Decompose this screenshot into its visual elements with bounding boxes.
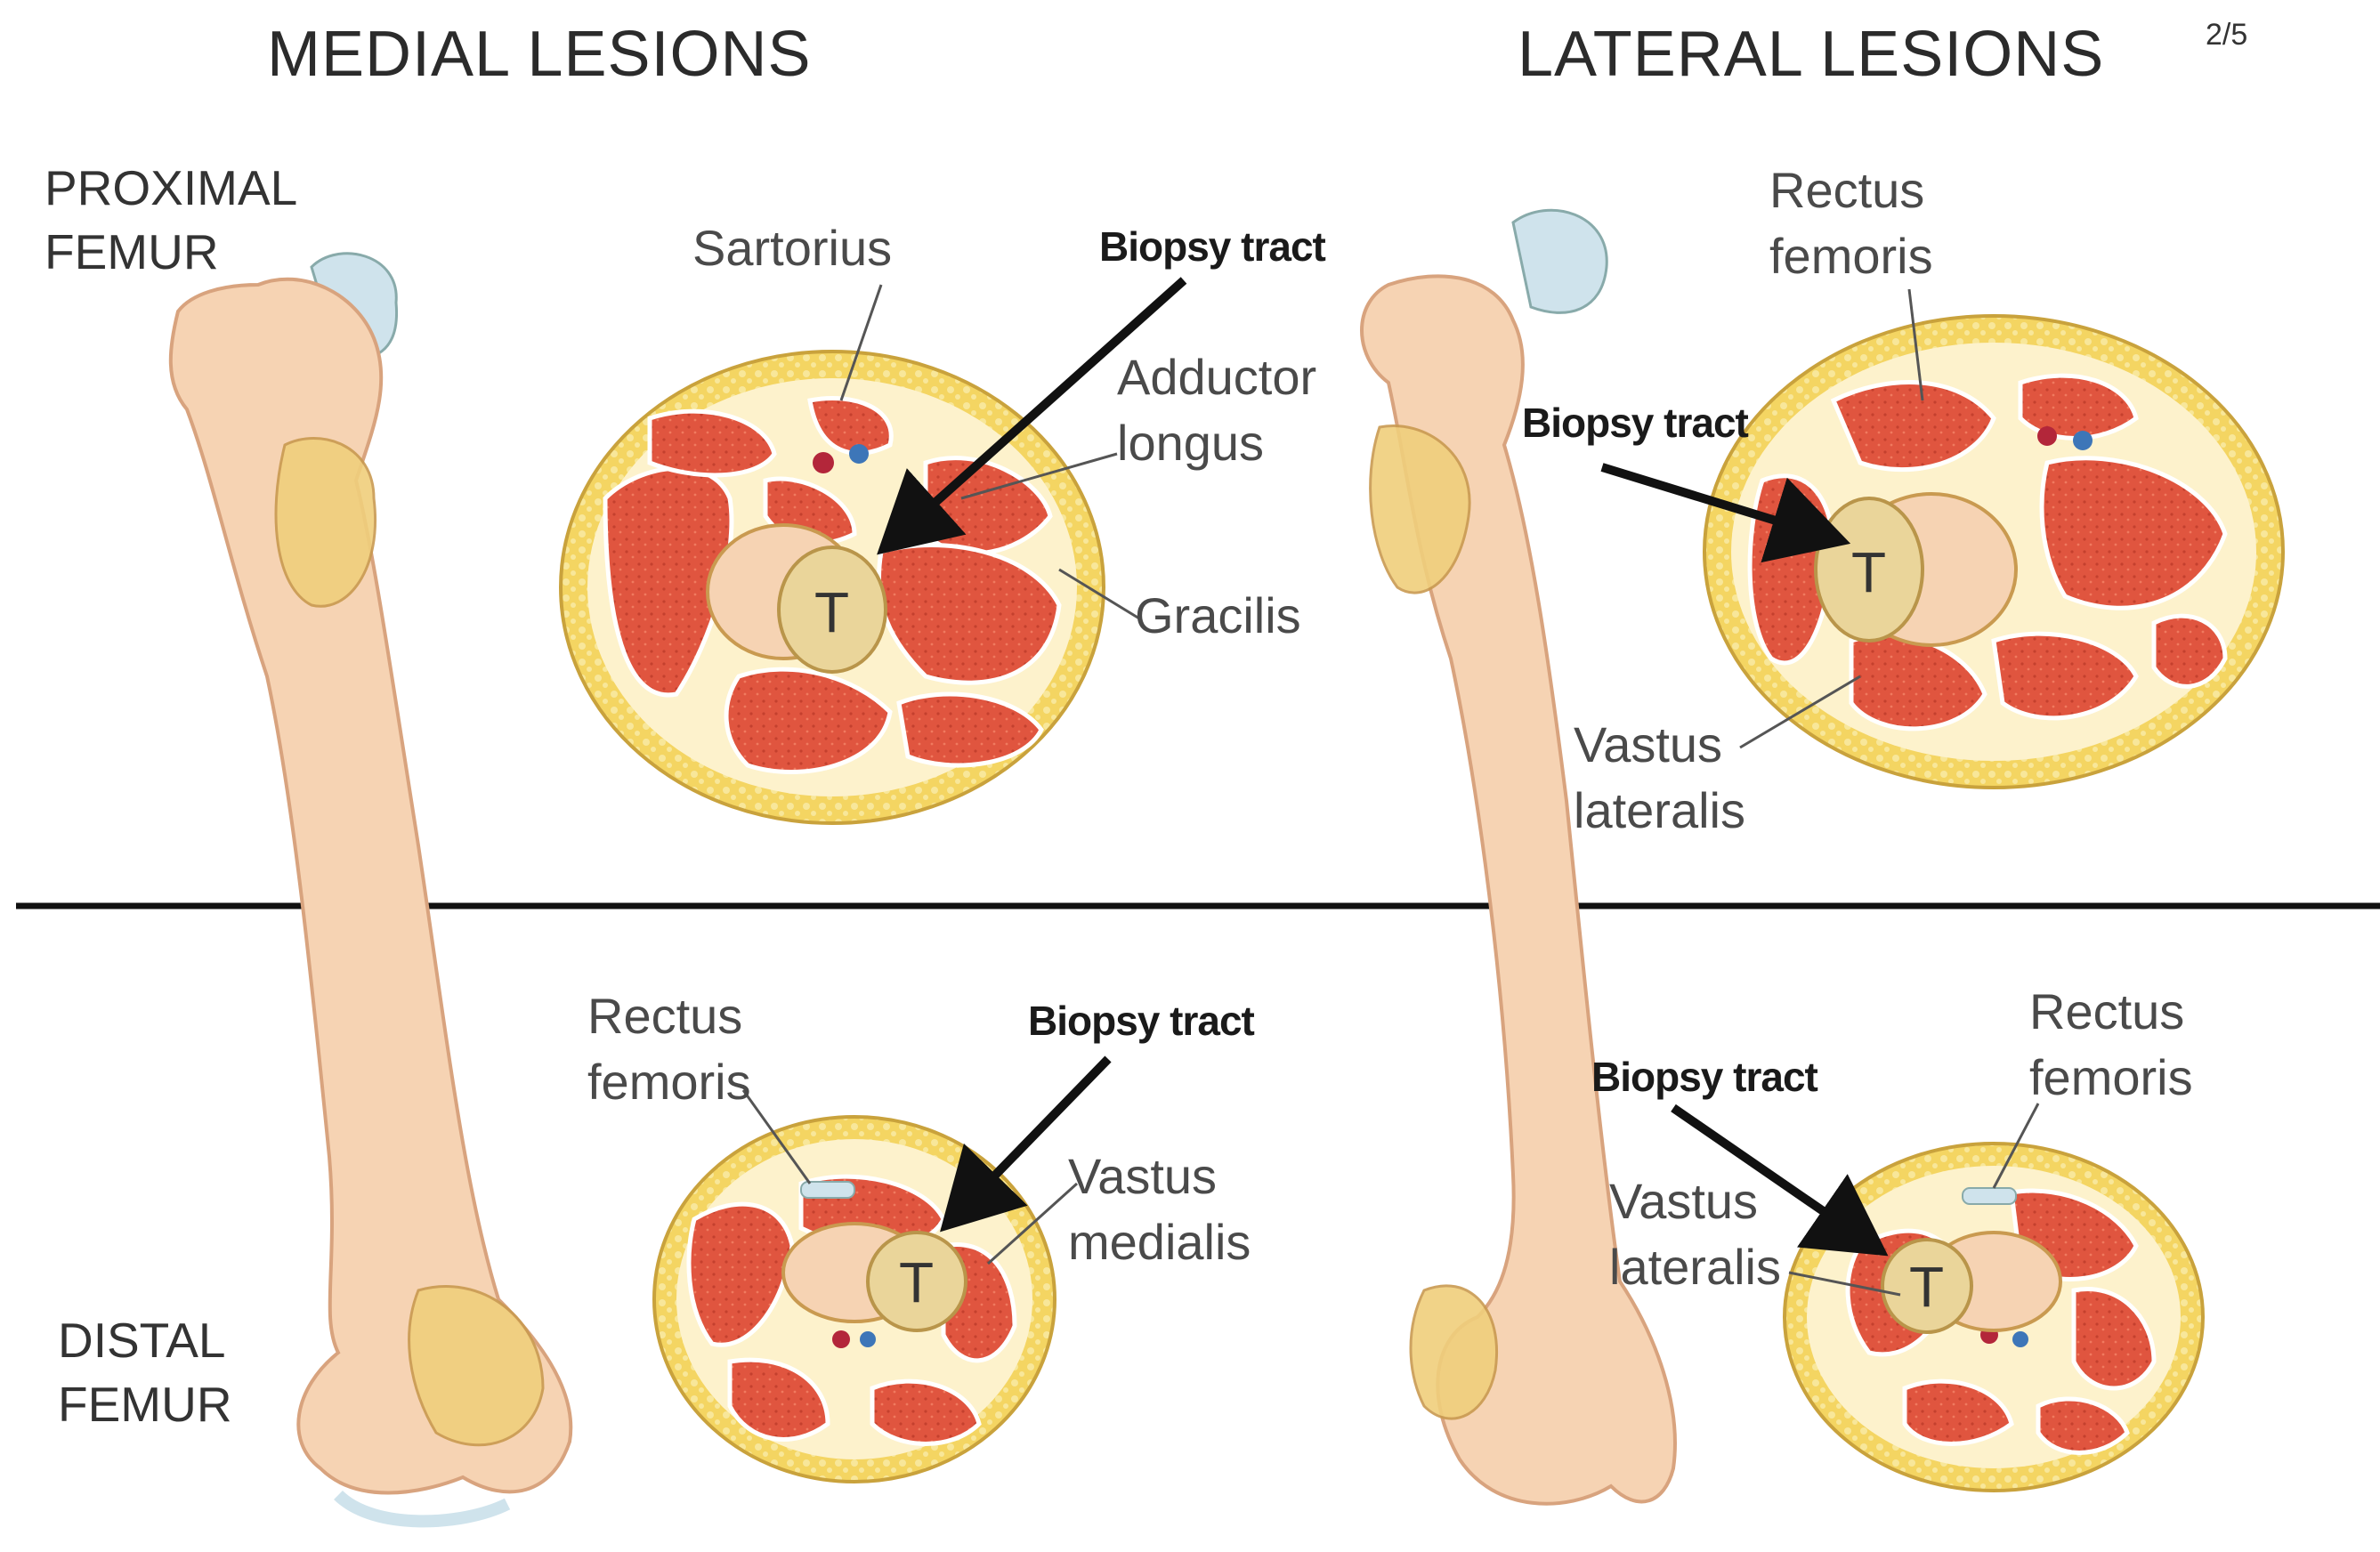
tumor-mark: T bbox=[1851, 540, 1886, 604]
vessel bbox=[813, 452, 834, 473]
vastus-line1: Vastus bbox=[1574, 712, 1745, 778]
vastus-line1: Vastus bbox=[1068, 1144, 1251, 1209]
distal-femur-label: DISTAL FEMUR bbox=[58, 1308, 232, 1436]
label-vastus-lateralis: Vastus lateralis bbox=[1574, 712, 1745, 844]
distal-line2: FEMUR bbox=[58, 1372, 232, 1436]
femur-left-lesion-distal bbox=[409, 1287, 543, 1445]
label-gracilis: Gracilis bbox=[1135, 583, 1301, 649]
femur-left-lesion-proximal bbox=[276, 439, 376, 607]
rectus-tendon bbox=[1963, 1188, 2016, 1204]
label-rectus-femoris: Rectus femoris bbox=[1769, 158, 1933, 289]
proximal-line1: PROXIMAL bbox=[45, 156, 297, 220]
label-biopsy-tract: Biopsy tract bbox=[1522, 390, 1748, 456]
lateral-heading: LATERAL LESIONS bbox=[1518, 18, 2104, 91]
distal-line1: DISTAL bbox=[58, 1308, 232, 1372]
tumor-mark: T bbox=[1909, 1255, 1944, 1319]
rectus-line2: femoris bbox=[2029, 1045, 2193, 1111]
vessel bbox=[2037, 426, 2057, 446]
vessel bbox=[2012, 1331, 2028, 1347]
femur-left-condyle-cartilage bbox=[338, 1495, 507, 1521]
muscle bbox=[2154, 616, 2225, 686]
cross-section-lateral-distal: T bbox=[1785, 1144, 2203, 1491]
label-rectus-femoris: Rectus femoris bbox=[2029, 979, 2193, 1111]
proximal-line2: FEMUR bbox=[45, 220, 297, 284]
label-rectus-femoris: Rectus femoris bbox=[587, 983, 751, 1115]
label-adductor-longus: Adductor longus bbox=[1117, 344, 1316, 476]
proximal-femur-label: PROXIMAL FEMUR bbox=[45, 156, 297, 284]
rectus-line2: femoris bbox=[587, 1049, 751, 1115]
tumor-mark: T bbox=[814, 580, 849, 644]
label-biopsy-tract: Biopsy tract bbox=[1028, 988, 1254, 1054]
label-vastus-medialis: Vastus medialis bbox=[1068, 1144, 1251, 1275]
adductor-line2: longus bbox=[1117, 410, 1316, 476]
adductor-line1: Adductor bbox=[1117, 344, 1316, 410]
vastus-line2: lateralis bbox=[1609, 1234, 1781, 1300]
rectus-line1: Rectus bbox=[1769, 158, 1933, 223]
medial-heading: MEDIAL LESIONS bbox=[267, 18, 812, 91]
vessel bbox=[849, 444, 869, 464]
label-vastus-lateralis: Vastus lateralis bbox=[1609, 1168, 1781, 1300]
vastus-line2: lateralis bbox=[1574, 778, 1745, 844]
vastus-line1: Vastus bbox=[1609, 1168, 1781, 1234]
label-sartorius: Sartorius bbox=[692, 215, 892, 281]
femur-right-head-cartilage bbox=[1513, 210, 1607, 312]
vessel bbox=[860, 1331, 876, 1347]
vessel bbox=[832, 1330, 850, 1348]
tumor-mark: T bbox=[899, 1250, 934, 1314]
vessel bbox=[2073, 431, 2093, 450]
vastus-line2: medialis bbox=[1068, 1209, 1251, 1275]
femur-right-lesion-distal bbox=[1411, 1286, 1497, 1419]
rectus-line1: Rectus bbox=[587, 983, 751, 1049]
rectus-line1: Rectus bbox=[2029, 979, 2193, 1045]
page-number: 2/5 bbox=[2206, 18, 2247, 53]
label-biopsy-tract: Biopsy tract bbox=[1099, 214, 1325, 279]
rectus-line2: femoris bbox=[1769, 223, 1933, 289]
label-biopsy-tract: Biopsy tract bbox=[1591, 1044, 1817, 1110]
